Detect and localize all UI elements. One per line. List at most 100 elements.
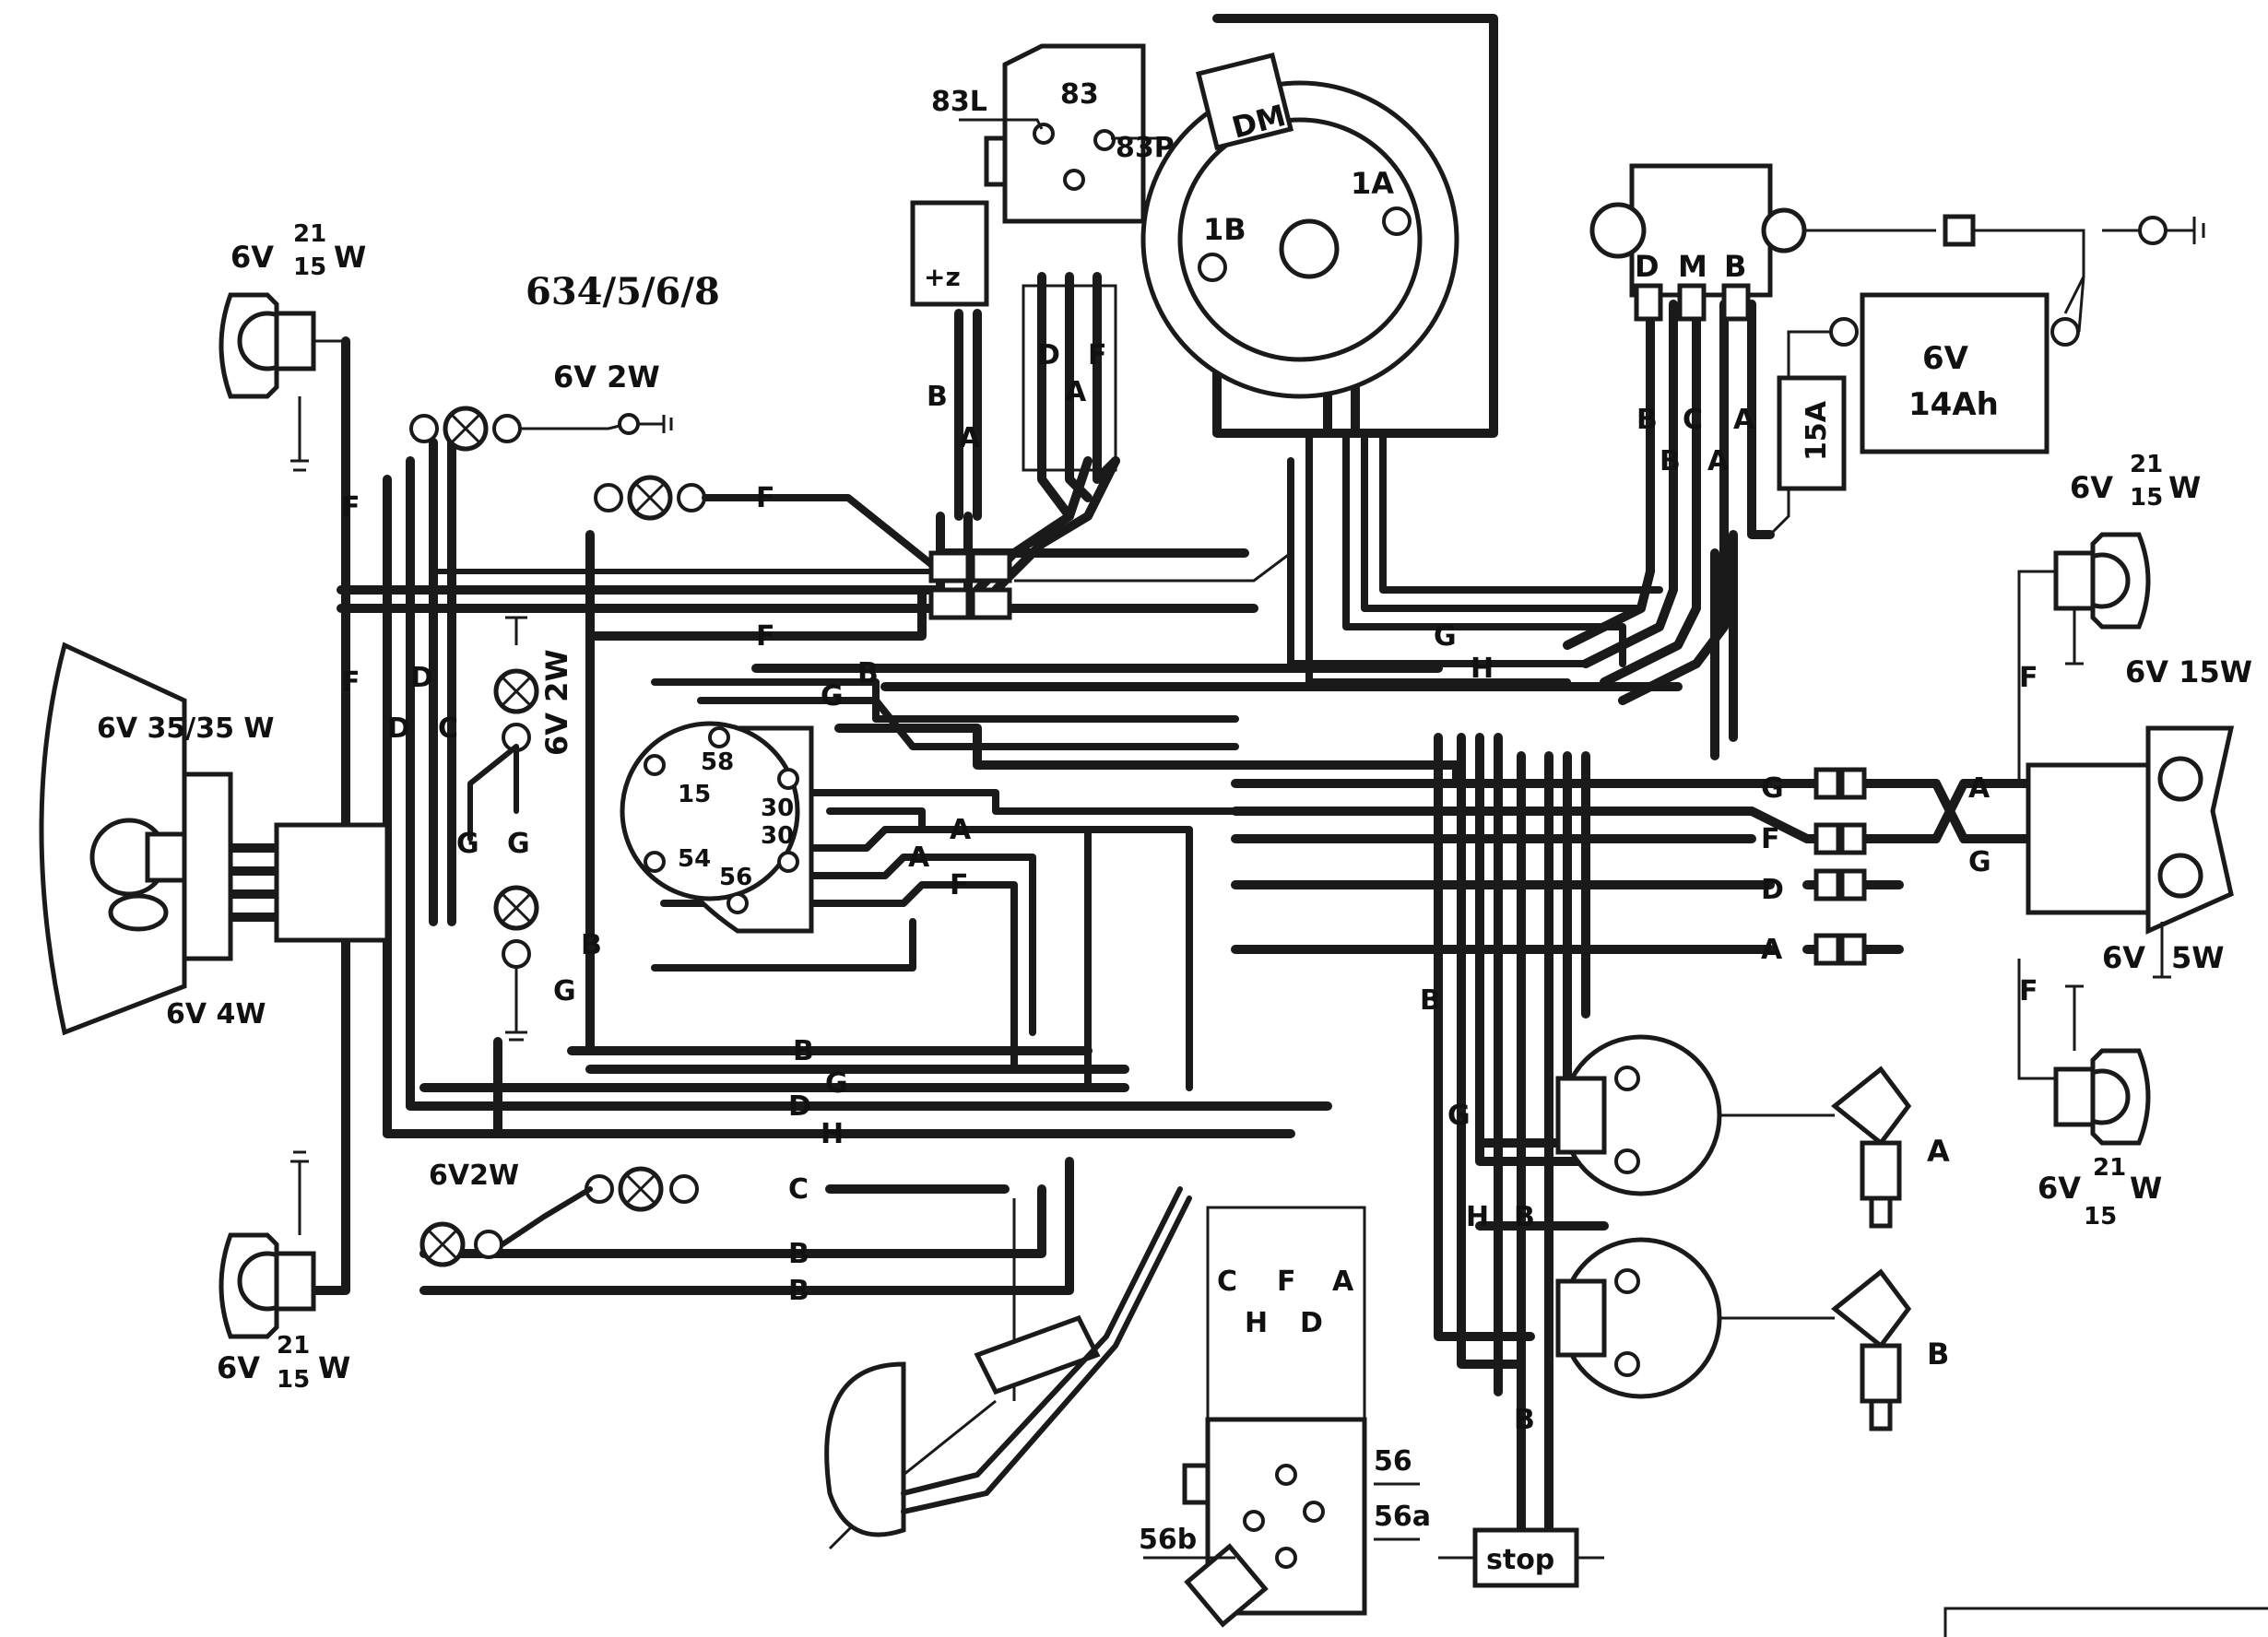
lamp-front-left-top: 6V 21 15 W [219, 220, 366, 472]
wire-label: B [793, 1035, 814, 1067]
indicator-lamp-f-upper [594, 475, 944, 575]
pilot-lamp-rating: 6V 4W [166, 998, 266, 1030]
wire-label: B [1636, 404, 1658, 436]
lamp-rating-unit: W [334, 240, 366, 275]
wire-label: F [756, 620, 775, 653]
ignition-terminal-58: 58 [701, 748, 734, 776]
wire-label: F [1277, 1266, 1296, 1298]
wire-label: B [857, 657, 879, 689]
wire-label: C [1683, 404, 1703, 436]
ground-symbol [1943, 214, 2205, 247]
tail-5w-wattage: 5W [2171, 940, 2225, 975]
ignition-switch: 15 58 30 30 54 56 [620, 721, 814, 934]
wire-label: A [959, 422, 981, 454]
indicator-lamp-vertical: 6V 2W [467, 608, 574, 1042]
wire-label: A [1065, 376, 1087, 408]
horn-terminal-83L: 83L [931, 86, 987, 118]
indicator-bottom-rating: 6V2W [429, 1160, 519, 1192]
dip-terminal-56: 56 [1374, 1445, 1412, 1478]
wire-label: G [553, 975, 576, 1007]
wire-label: G [456, 828, 479, 860]
wire-label: A [1707, 445, 1730, 477]
lamp-rating-watt-low: 15 [2084, 1203, 2117, 1231]
lamp-rating-voltage: 6V [230, 240, 274, 275]
wire-label: G [507, 828, 530, 860]
horn-terminal-83: 83 [1060, 78, 1099, 111]
lamp-right-bottom: 6V 21 15 W [2017, 959, 2162, 1231]
fuse: 15A [1777, 375, 1847, 491]
wire-label: B [1514, 1404, 1535, 1436]
lamp-rating-watt-high: 21 [2130, 451, 2163, 478]
wire-label: D [1300, 1307, 1323, 1339]
dynamo-terminal-1B: 1B [1203, 212, 1246, 247]
wire-label: B [927, 381, 948, 413]
tail-15w-rating: 6V 15W [2125, 654, 2252, 689]
ignition-coil-b: B [1555, 1237, 1949, 1431]
dynamo-terminal-1A: 1A [1351, 166, 1394, 201]
lamp-rating-watt-low: 15 [293, 253, 326, 281]
lamp-rating-watt-low: 15 [277, 1366, 310, 1394]
wire-label: H [1245, 1307, 1268, 1339]
indicator-top-rating: 6V 2W [553, 359, 660, 395]
ignition-terminal-30a: 30 [761, 795, 794, 822]
indicator-lamp-top: 6V 2W [409, 359, 673, 452]
wire-label: C [1217, 1266, 1237, 1298]
wire-label: G [1968, 846, 1991, 878]
wire-label: G [1447, 1100, 1471, 1132]
speedometer-head [824, 1186, 1192, 1537]
wire-label: B [788, 1238, 809, 1270]
wire-label: A [1968, 772, 1990, 805]
wire-label: G [1434, 620, 1457, 653]
wire-label: F [2019, 975, 2038, 1007]
wire-label: F [756, 482, 775, 514]
wire-label: B [1660, 445, 1681, 477]
ignition-terminal-30b: 30 [761, 822, 794, 850]
diagram-title: 634/5/6/8 [526, 270, 720, 313]
lamp-rating-unit: W [2130, 1171, 2162, 1206]
wire-labels: F F D D C G G B G F F B A D F A B G A A … [341, 339, 2038, 1436]
connector-block-center [928, 550, 1012, 620]
indicator-vertical-rating: 6V 2W [539, 649, 574, 756]
lamp-rating-watt-high: 21 [2093, 1154, 2126, 1182]
wire-label: A [1733, 404, 1755, 436]
wire-label: B [1420, 984, 1441, 1017]
headlamp-rating: 6V 35/35 W [97, 713, 275, 745]
wire-label: F [2019, 662, 2038, 694]
plug-b-label: B [1927, 1337, 1949, 1372]
ignition-terminal-54: 54 [678, 845, 711, 873]
wire-label: D [1761, 874, 1784, 906]
regulator-terminal-D: D [1635, 249, 1660, 284]
battery: 6V 14Ah [1768, 276, 2085, 536]
wire-label: B [581, 929, 602, 961]
battery-capacity: 14Ah [1908, 386, 1999, 423]
wire-label: H [821, 1118, 844, 1150]
dynamo: DM 1A 1B [1140, 52, 1459, 399]
wire-label: D [410, 662, 433, 694]
headlamp: 6V 35/35 W 6V 4W [39, 642, 390, 1036]
plug-a-label: A [1927, 1134, 1950, 1169]
lamp-rating-watt-high: 21 [277, 1332, 310, 1360]
tail-light-cluster: 6V 15W 6V 5W [2026, 654, 2252, 979]
lamp-rating-watt-low: 15 [2130, 484, 2163, 512]
horn-switch: 83L 83 83P [931, 43, 1175, 472]
wire-label: D [788, 1090, 811, 1123]
connector-block-right [1813, 767, 1867, 966]
regulator-terminal-M: M [1678, 249, 1707, 284]
lamp-rating-unit: W [318, 1350, 350, 1385]
lamp-rating-voltage: 6V [2038, 1171, 2081, 1206]
wire-label: H [1466, 1201, 1489, 1233]
wire-label: A [1761, 934, 1783, 966]
tail-5w-voltage: 6V [2102, 940, 2145, 975]
lamp-right-top: 6V 21 15 W [2017, 451, 2201, 783]
stop-switch-label: stop [1486, 1544, 1554, 1576]
indicator-lamp-bottom: 6V2W [419, 1160, 699, 1267]
wire-label: F [1088, 339, 1107, 371]
relay-label: +z [924, 262, 961, 292]
wire-label: D [1037, 339, 1060, 371]
regulator-terminal-B: B [1724, 249, 1746, 284]
wire-label: F [950, 869, 969, 901]
wire-label: F [341, 491, 360, 524]
wire-label: G [1761, 772, 1784, 805]
wire-label: B [1514, 1201, 1535, 1233]
